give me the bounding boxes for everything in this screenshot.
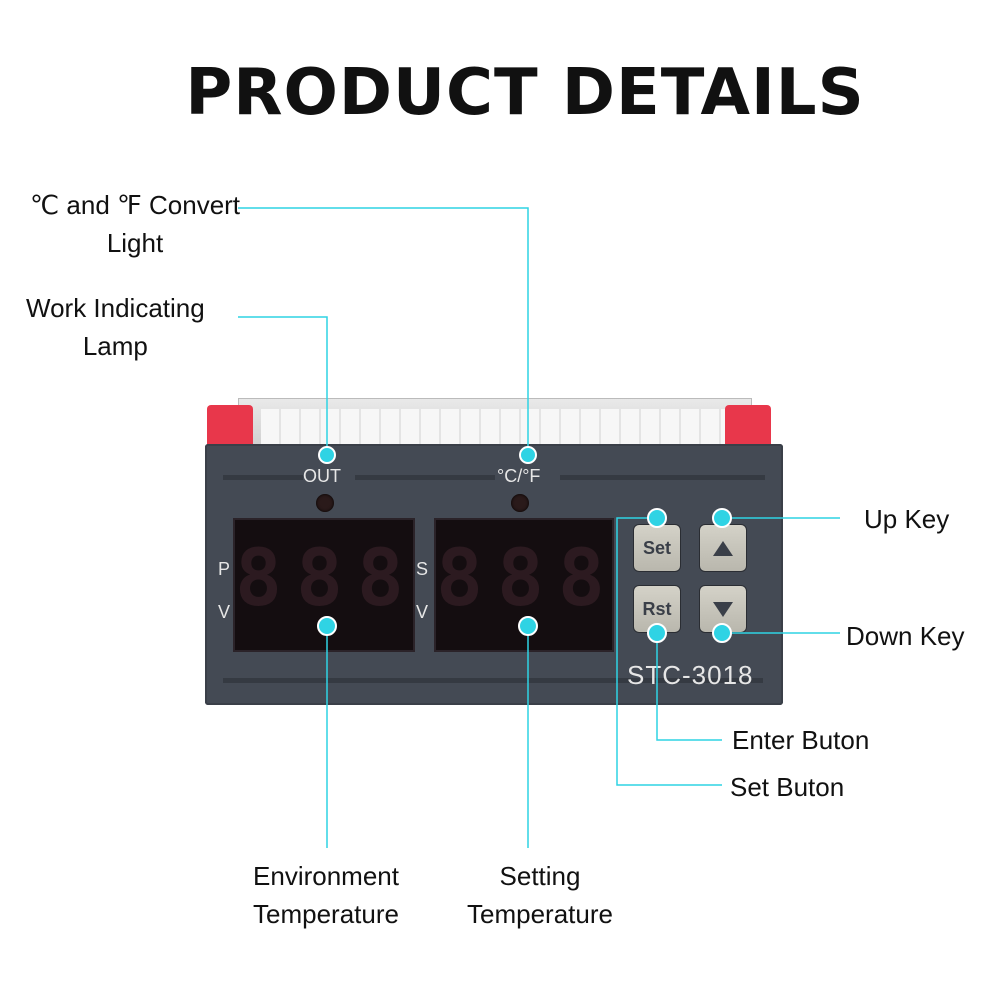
environment-digits: 888 <box>235 534 418 624</box>
unit-indicator-led <box>511 494 529 512</box>
enter-button-label: Enter Buton <box>732 725 870 755</box>
set-temp-line1: Setting <box>499 861 581 891</box>
up-key-label: Up Key <box>864 504 950 534</box>
setting-digits: 888 <box>436 534 619 624</box>
work-lamp-line <box>238 316 328 455</box>
set-button[interactable]: Set <box>633 524 681 572</box>
env-temp-line1: Environment <box>253 861 399 891</box>
out-label: OUT <box>303 466 341 486</box>
left-side-v: V <box>218 602 231 622</box>
convert-light-line1: ℃ and ℉ Convert <box>30 190 241 220</box>
device-housing-top <box>238 398 752 450</box>
top-groove-mid <box>355 475 495 480</box>
convert-light-line2: Light <box>106 228 164 258</box>
down-arrow-icon <box>713 601 733 617</box>
device-sticker <box>261 409 729 449</box>
work-lamp-line1: Work Indicating <box>26 293 205 323</box>
down-key-dot <box>712 623 732 643</box>
right-side-s: S <box>416 559 429 579</box>
set-button-line <box>616 517 722 786</box>
page-title: PRODUCT DETAILS <box>185 56 865 130</box>
unit-label: °C/°F <box>497 466 541 486</box>
up-arrow-icon <box>713 540 733 556</box>
left-mounting-clip <box>207 405 253 450</box>
thermostat-device: OUT °C/°F P V S V 888 888 Set Rst <box>205 444 783 705</box>
set-button-dot <box>647 508 667 528</box>
set-temp-dot <box>518 616 538 636</box>
convert-light-dot <box>519 446 537 464</box>
env-temp-line2: Temperature <box>253 899 399 929</box>
right-mounting-clip <box>725 405 771 450</box>
env-temp-label: Environment Temperature <box>236 857 416 933</box>
up-key[interactable] <box>699 524 747 572</box>
convert-light-line <box>238 207 529 455</box>
set-button-label: Set Buton <box>730 772 845 802</box>
top-groove-left <box>223 475 303 480</box>
set-temp-label: Setting Temperature <box>450 857 630 933</box>
top-groove-right <box>560 475 765 480</box>
set-temp-line2: Temperature <box>467 899 613 929</box>
bottom-groove <box>223 678 763 683</box>
work-lamp-dot <box>318 446 336 464</box>
work-indicator-led <box>316 494 334 512</box>
work-lamp-label: Work Indicating Lamp <box>26 289 205 365</box>
convert-light-label: ℃ and ℉ Convert Light <box>30 186 240 262</box>
left-side-p: P <box>218 559 231 579</box>
up-key-dot <box>712 508 732 528</box>
rst-button-dot <box>647 623 667 643</box>
right-side-v: V <box>416 602 429 622</box>
work-lamp-line2: Lamp <box>82 331 148 361</box>
down-key-label: Down Key <box>846 621 965 651</box>
env-temp-dot <box>317 616 337 636</box>
model-number: STC-3018 <box>627 660 754 690</box>
enter-button-line <box>656 633 722 741</box>
